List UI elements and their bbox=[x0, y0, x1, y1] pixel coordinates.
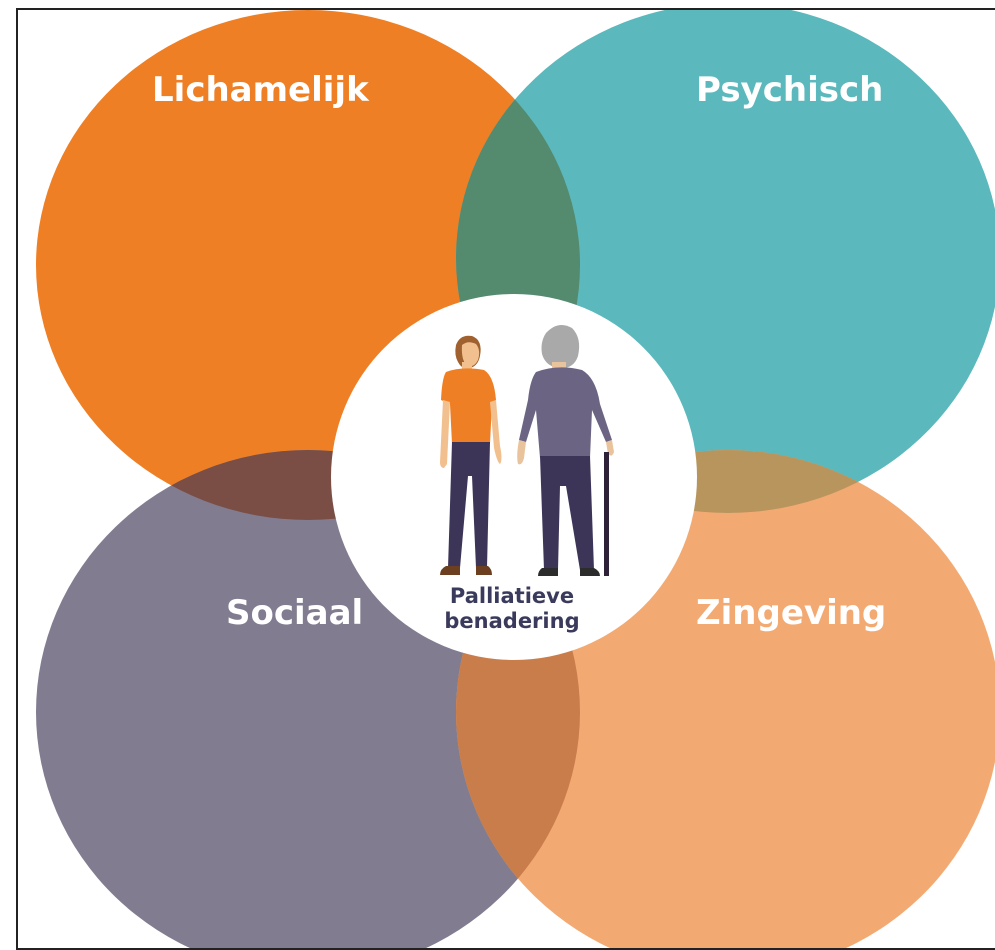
label-physical: Lichamelijk bbox=[152, 70, 369, 110]
two-people-icon bbox=[440, 324, 614, 576]
center-title-line1: Palliatieve bbox=[449, 584, 575, 608]
label-meaning: Zingeving bbox=[696, 593, 887, 633]
label-social: Sociaal bbox=[226, 593, 364, 633]
image-frame bbox=[16, 8, 995, 950]
older-man-figure bbox=[517, 324, 614, 576]
center-title-line2: benadering bbox=[444, 609, 580, 633]
label-psychological: Psychisch bbox=[696, 70, 884, 110]
center-title: Palliatieve benadering bbox=[412, 584, 612, 634]
woman-figure bbox=[440, 335, 502, 575]
